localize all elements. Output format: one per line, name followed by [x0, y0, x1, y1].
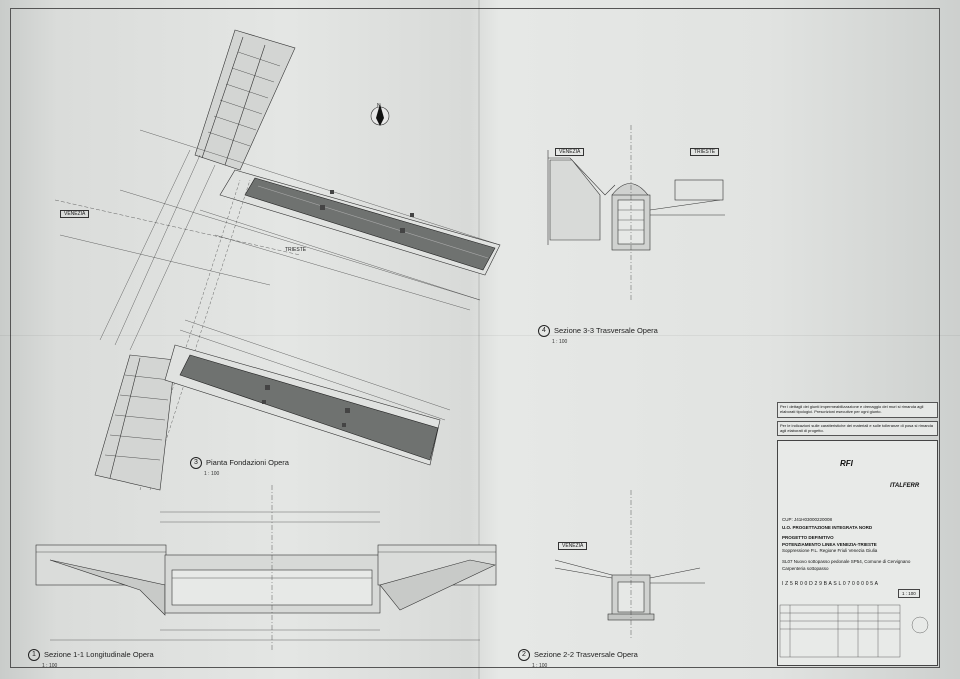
revision-table	[779, 604, 929, 658]
section-3-3	[547, 125, 725, 300]
trieste-label-sec33: TRIESTE	[690, 148, 720, 156]
sec33-number: 4	[538, 325, 550, 337]
cup-code: CUP: J41H03000220008	[782, 517, 833, 522]
fold-line-horizontal	[0, 335, 960, 336]
sec11-scale: 1 : 100	[42, 663, 58, 669]
sec33-title: 4 Sezione 3-3 Trasversale Opera 1 : 100	[538, 325, 658, 345]
plan-title-text: Pianta Fondazioni Opera	[206, 457, 289, 467]
sec11-number: 1	[28, 649, 40, 661]
sheet-border	[10, 8, 940, 668]
venezia-label-sec22: VENEZIA	[558, 542, 588, 550]
note-2: Per le indicazioni sulle caratteristiche…	[777, 421, 938, 436]
project-phase: PROGETTO DEFINITIVO	[782, 535, 834, 540]
sec33-title-text: Sezione 3-3 Trasversale Opera	[554, 325, 658, 335]
plan-scale: 1 : 100	[204, 471, 220, 477]
plan-lower-gallery	[164, 344, 441, 466]
sec33-scale: 1 : 100	[552, 339, 568, 345]
sec11-title: 1 Sezione 1-1 Longitudinale Opera 1 : 100	[28, 649, 154, 669]
sec22-number: 2	[518, 649, 530, 661]
plan-upper-gallery	[219, 169, 501, 276]
drawing-desc2: Carpenteria sottopasso	[782, 566, 829, 571]
plan-dimension-lines	[54, 129, 501, 491]
italferr-logo: ITALFERR	[890, 483, 920, 489]
section-2-2	[554, 490, 705, 640]
venezia-label-sec33: VENEZIA	[555, 148, 585, 156]
north-label: N	[377, 103, 381, 109]
note-1: Per i dettagli dei giunti impermeabilizz…	[777, 402, 938, 418]
rfi-logo: RFI	[840, 459, 853, 468]
drawing-desc1: SL07 Nuovo sottopasso pedonale SP54, Com…	[782, 559, 911, 564]
plan-lower-stair	[94, 354, 176, 491]
fold-line	[478, 0, 480, 679]
title-block: RFI ITALFERR CUP: J41H03000220008 U.O. P…	[777, 440, 938, 666]
sec22-scale: 1 : 100	[532, 663, 548, 669]
venezia-label-plan: VENEZIA	[60, 210, 90, 218]
project-line1: POTENZIAMENTO LINEA VENEZIA-TRIESTE	[782, 542, 877, 547]
uo-label: U.O. PROGETTAZIONE INTEGRATA NORD	[782, 525, 873, 530]
title-block-scale: 1 : 100	[898, 589, 920, 598]
plan-number: 3	[190, 457, 202, 469]
sec22-title: 2 Sezione 2-2 Trasversale Opera 1 : 100	[518, 649, 638, 669]
plan-upper-stair	[194, 29, 296, 171]
sec22-title-text: Sezione 2-2 Trasversale Opera	[534, 649, 638, 659]
plan-title: 3 Pianta Fondazioni Opera 1 : 100	[190, 457, 289, 477]
project-line2: Soppressione P.L. Regione Friuli Venezia…	[782, 548, 878, 553]
section-1-1	[35, 485, 497, 650]
trieste-label-plan: TRIESTE	[285, 247, 307, 253]
north-arrow	[370, 104, 390, 126]
sec11-title-text: Sezione 1-1 Longitudinale Opera	[44, 649, 154, 659]
drawing-code: I Z 5 R 0 0 D 2 9 B A S L 0 7 0 0 0 0 5 …	[782, 581, 879, 587]
